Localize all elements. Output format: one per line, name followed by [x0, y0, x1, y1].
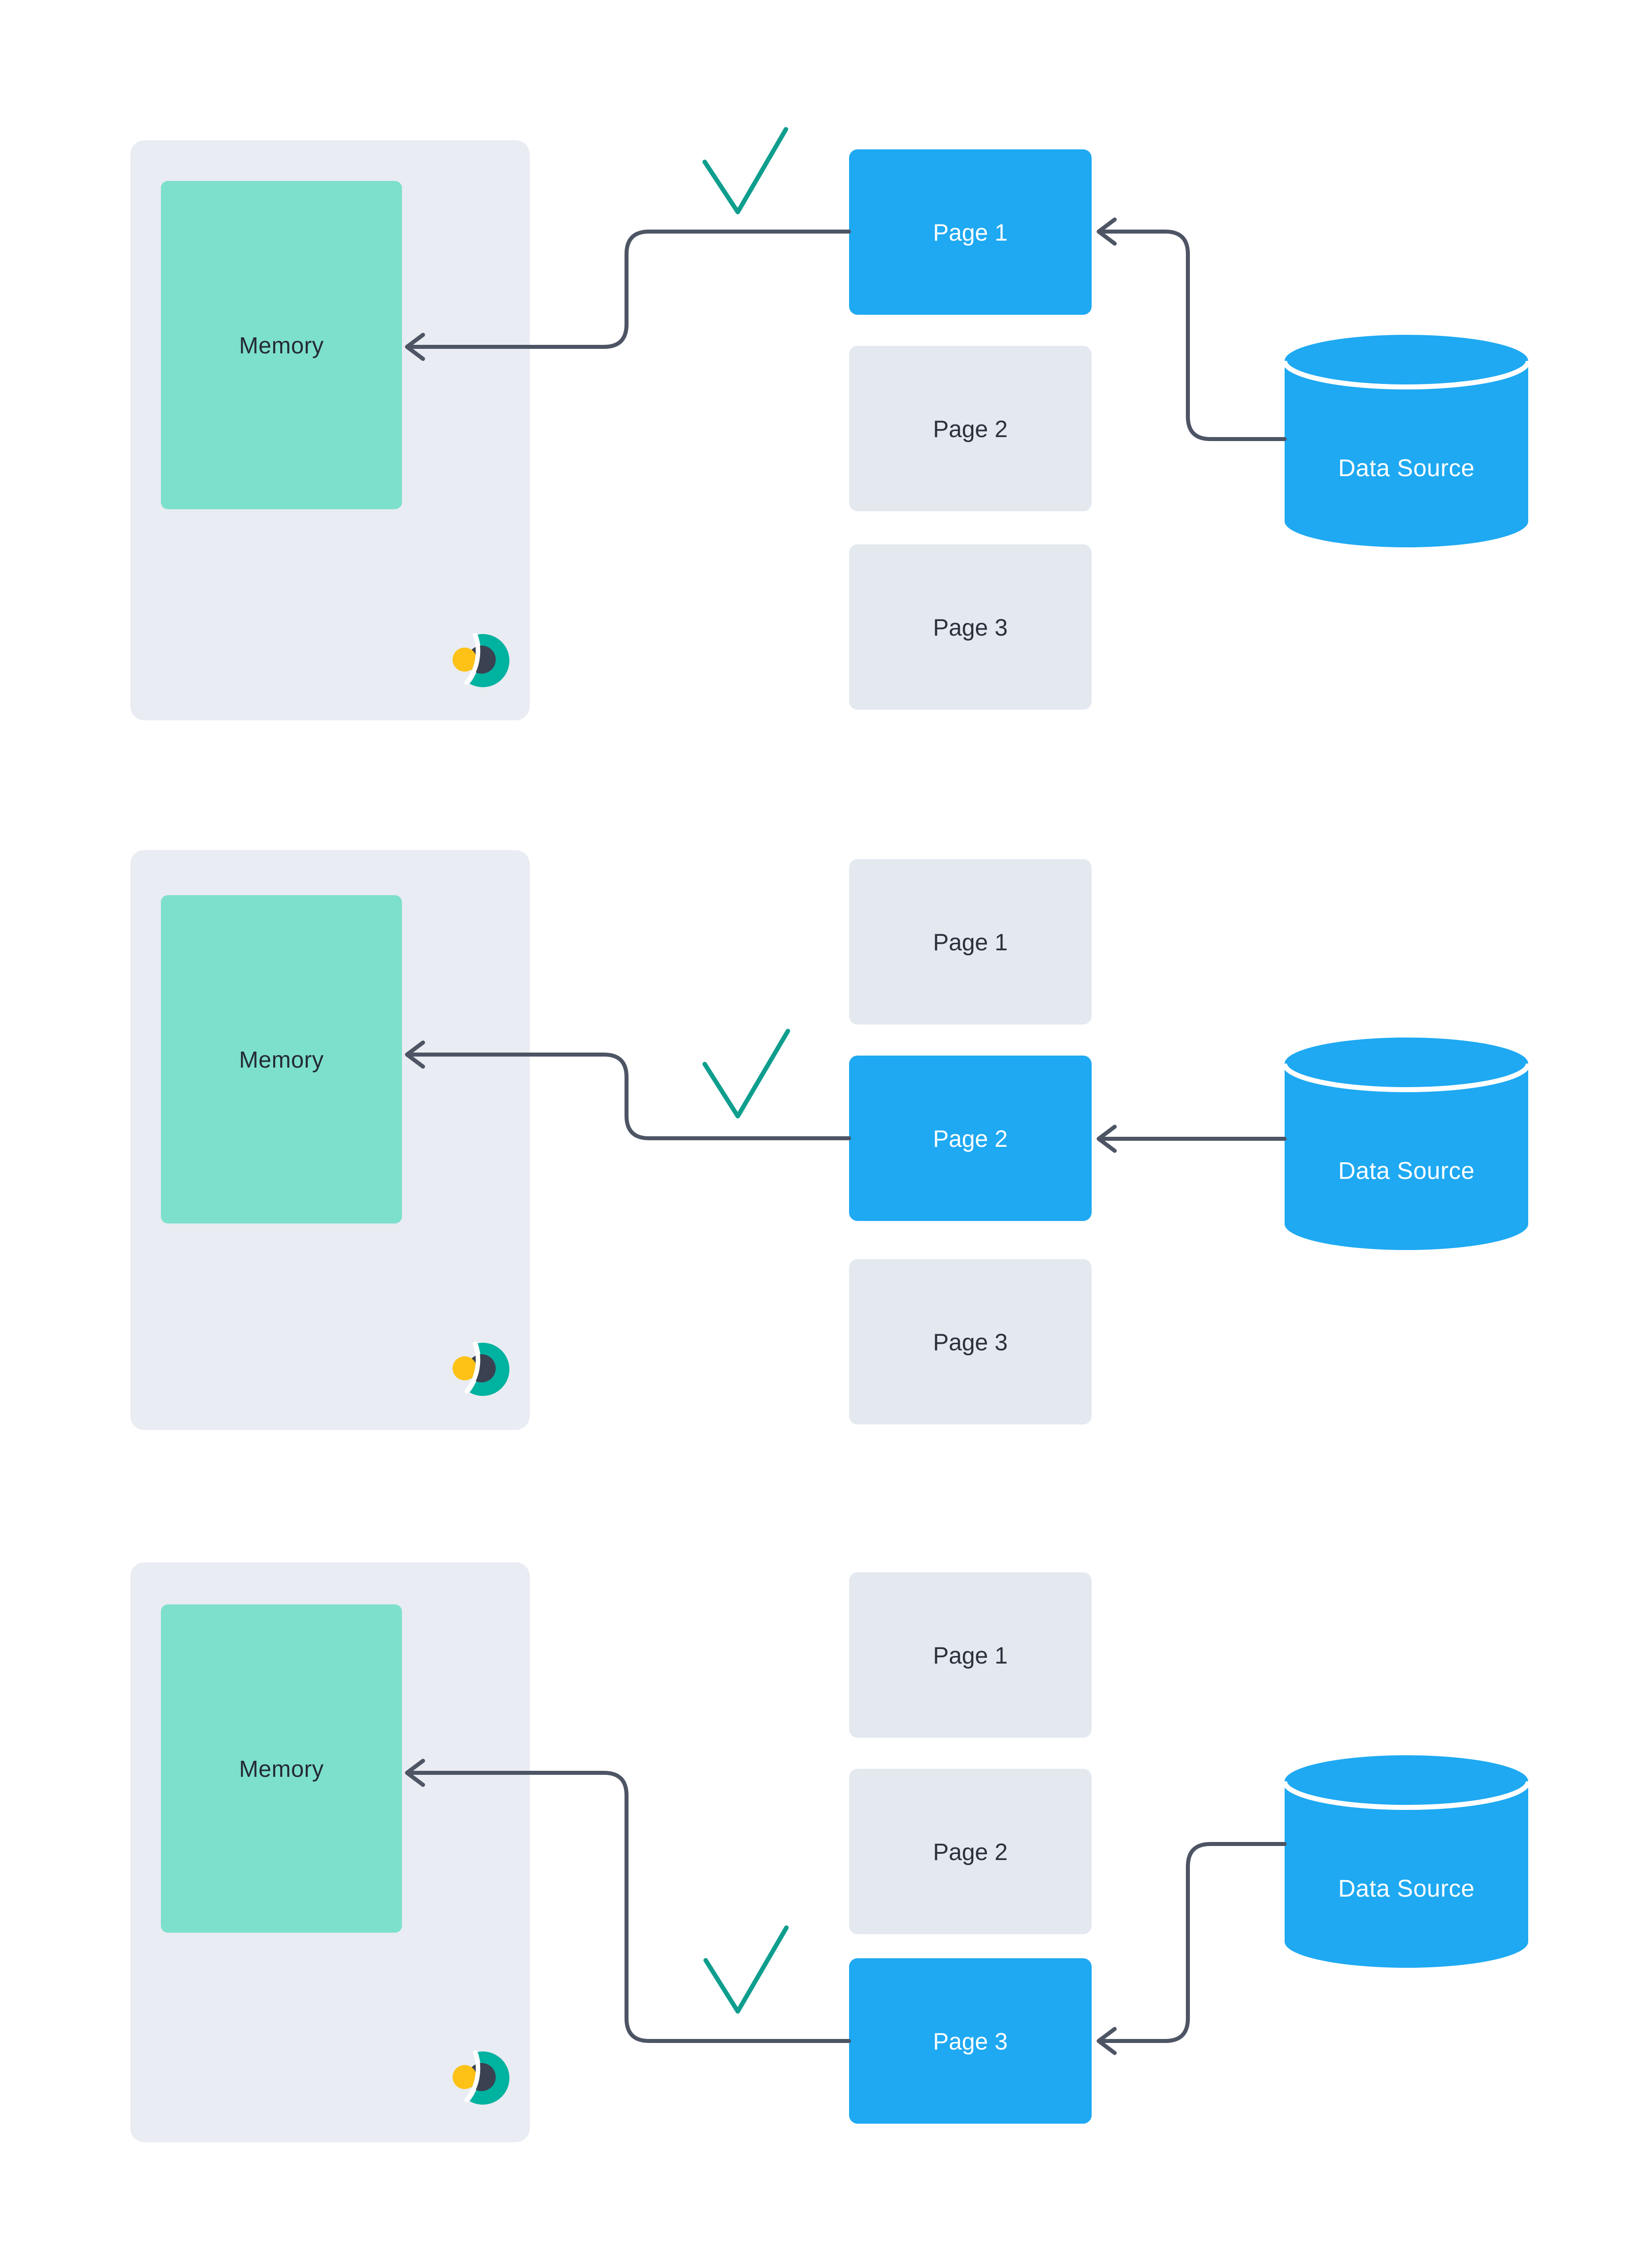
arrowhead-left-icon: [1097, 218, 1117, 246]
arrowhead-left-icon: [1097, 1125, 1117, 1153]
page-label: Page 2: [933, 1838, 1008, 1865]
datasource-label: Data Source: [1338, 1157, 1475, 1184]
memory-box: Memory: [161, 895, 402, 1223]
checkmark-icon: [702, 127, 788, 215]
page-label: Page 2: [933, 415, 1008, 442]
page-label: Page 2: [933, 1125, 1008, 1152]
arrow-datasource-to-page: [1098, 230, 1287, 441]
page-label: Page 1: [933, 219, 1008, 246]
hazelcast-logo-icon: [453, 1341, 510, 1396]
page-label: Page 1: [933, 1641, 1008, 1669]
checkmark-icon: [703, 1925, 789, 2014]
page-box: Page 2: [849, 346, 1092, 511]
page-label: Page 3: [933, 1328, 1008, 1355]
arrow-datasource-to-page: [1098, 1842, 1287, 2043]
page-box: Page 2: [849, 1769, 1092, 1934]
page-box: Page 1: [849, 859, 1092, 1024]
datasource-cylinder-icon: [1283, 335, 1530, 547]
page-box-selected: Page 2: [849, 1056, 1092, 1221]
datasource-label: Data Source: [1338, 455, 1475, 482]
datasource-cylinder-icon: [1283, 1755, 1530, 1968]
page-box: Page 3: [849, 1259, 1092, 1424]
datasource-cylinder-icon: [1283, 1038, 1530, 1250]
page-label: Page 1: [933, 928, 1008, 955]
memory-label: Memory: [239, 1046, 324, 1073]
hazelcast-logo-icon: [453, 633, 510, 687]
page-box-selected: Page 1: [849, 149, 1092, 315]
arrowhead-left-icon: [1097, 2027, 1117, 2055]
page-label: Page 3: [933, 2027, 1008, 2054]
checkmark-icon: [702, 1029, 790, 1119]
page-box-selected: Page 3: [849, 1958, 1092, 2124]
memory-label: Memory: [239, 1755, 324, 1782]
page-label: Page 3: [933, 613, 1008, 641]
memory-box: Memory: [161, 181, 402, 509]
hazelcast-logo-icon: [453, 2050, 510, 2105]
memory-box: Memory: [161, 1604, 402, 1933]
page-box: Page 1: [849, 1572, 1092, 1738]
datasource-label: Data Source: [1338, 1875, 1475, 1902]
page-box: Page 3: [849, 544, 1092, 710]
memory-label: Memory: [239, 332, 324, 358]
